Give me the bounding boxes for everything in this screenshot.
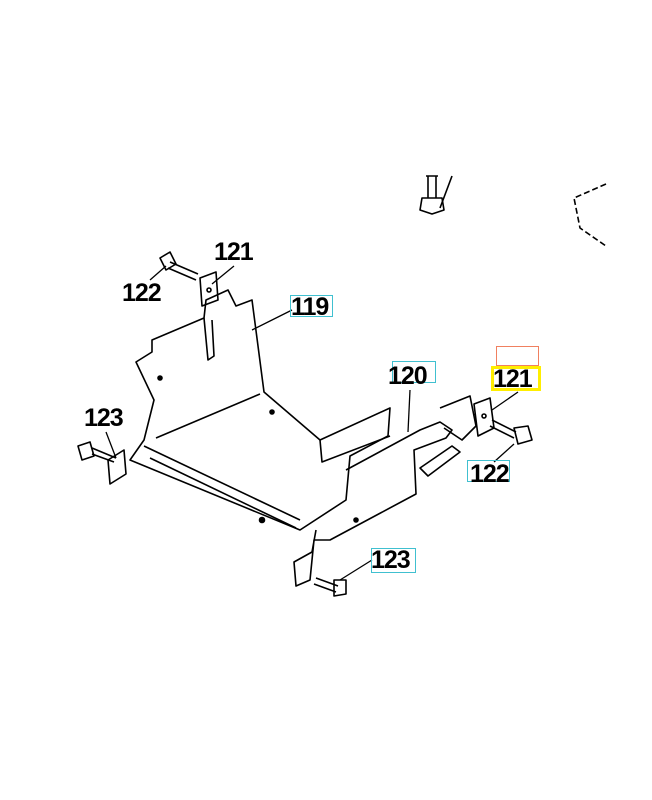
callout-121-right[interactable]: 121 — [493, 365, 533, 393]
part-121-clip-left — [199, 271, 219, 307]
callout-122-link-box[interactable] — [467, 460, 510, 482]
part-123-bolt-left — [77, 441, 127, 485]
callout-119[interactable]: 119 — [291, 293, 329, 321]
callout-120[interactable]: 120 — [388, 362, 428, 390]
leader-lines — [105, 265, 519, 581]
part-123-bolt-bottom — [313, 577, 347, 597]
callout-123-bottom[interactable]: 123 — [371, 546, 411, 574]
callout-123-left[interactable]: 123 — [84, 404, 124, 432]
callout-121-top[interactable]: 121 — [214, 238, 254, 266]
callout-122-top[interactable]: 122 — [122, 279, 162, 307]
bolt-top — [419, 175, 453, 215]
callout-122-right[interactable]: 122 — [470, 460, 510, 488]
callout-119-link-box[interactable] — [290, 295, 333, 317]
part-122-bolt-right — [489, 419, 533, 445]
callout-120-link-box[interactable] — [392, 361, 436, 383]
part-121-clip-right — [473, 397, 495, 437]
part-119-shield — [129, 289, 391, 531]
part-122-bolt-left — [159, 251, 199, 281]
callout-121-highlight[interactable] — [491, 366, 541, 391]
adjacent-part-outline — [573, 183, 607, 247]
callout-123-link-box[interactable] — [371, 548, 416, 573]
callout-121-hover-box — [496, 346, 539, 366]
